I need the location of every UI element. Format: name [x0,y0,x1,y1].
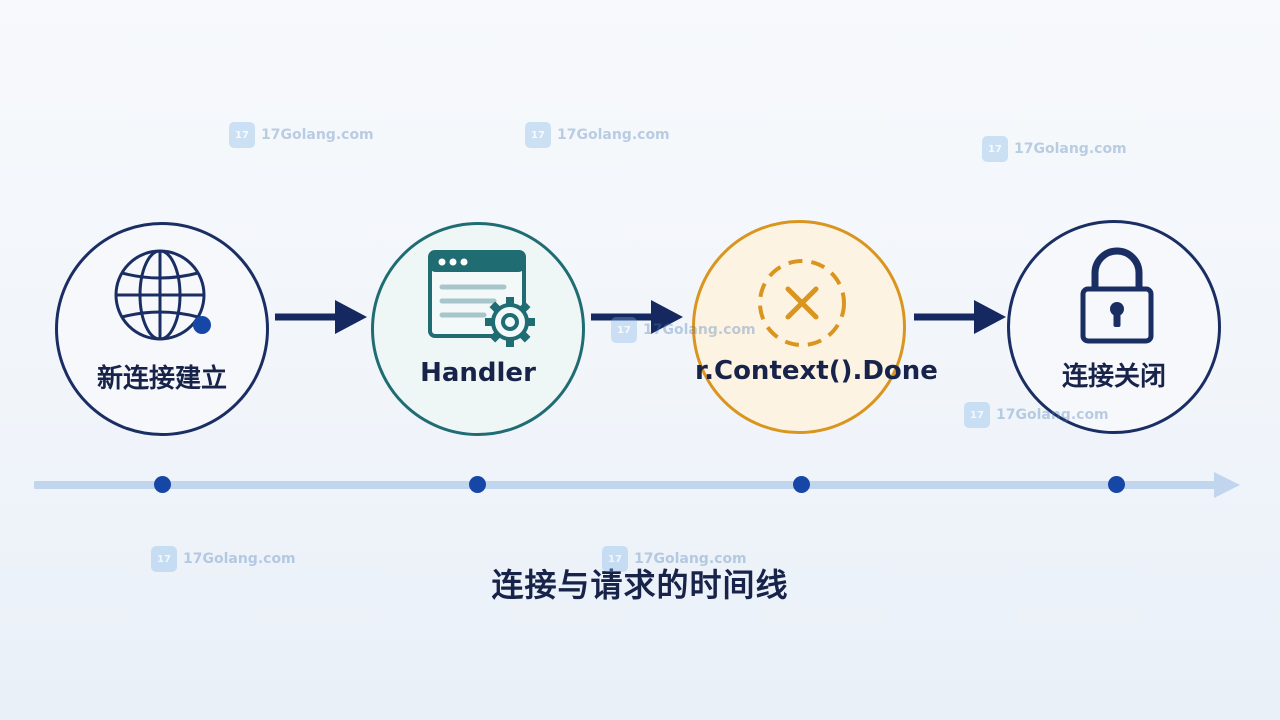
watermark-text: 17Golang.com [557,127,670,143]
watermark: 17 17Golang.com [964,402,1109,428]
watermark-logo-icon: 17 [525,122,551,148]
timeline-dot [1108,476,1125,493]
watermark-text: 17Golang.com [996,407,1109,423]
arrow-1-to-2 [275,300,367,334]
window-gear-icon [428,250,535,347]
node-label: r.Context().Done [695,356,938,386]
watermark-text: 17Golang.com [261,127,374,143]
node-handler: Handler [371,222,585,436]
node-new-connection: 新连接建立 [55,222,269,436]
arrow-2-to-3 [591,300,683,334]
watermark: 17 17Golang.com [602,546,747,572]
watermark-text: 17Golang.com [1014,141,1127,157]
node-label: Handler [420,358,536,388]
node-connection-closed: 连接关闭 [1007,220,1221,434]
watermark: 17 17Golang.com [611,317,756,343]
arrow-3-to-4 [914,300,1006,334]
padlock-icon [1080,247,1154,344]
watermark: 17 17Golang.com [229,122,374,148]
watermark-logo-icon: 17 [964,402,990,428]
watermark-logo-icon: 17 [982,136,1008,162]
watermark: 17 17Golang.com [525,122,670,148]
timeline-dot [154,476,171,493]
diagram-title: 连接与请求的时间线 [491,566,789,604]
timeline-dot [793,476,810,493]
watermark-text: 17Golang.com [183,551,296,567]
watermark-text: 17Golang.com [643,322,756,338]
watermark: 17 17Golang.com [982,136,1127,162]
node-label: 新连接建立 [96,364,227,394]
watermark-logo-icon: 17 [151,546,177,572]
watermark-logo-icon: 17 [602,546,628,572]
node-label: 连接关闭 [1061,362,1166,392]
node-context-done: r.Context().Done [692,220,938,434]
watermark: 17 17Golang.com [151,546,296,572]
watermark-logo-icon: 17 [611,317,637,343]
timeline-dot [469,476,486,493]
watermark-logo-icon: 17 [229,122,255,148]
globe-icon [114,249,211,341]
watermark-text: 17Golang.com [634,551,747,567]
timeline-bar [34,472,1240,498]
cancel-x-icon [758,259,846,347]
